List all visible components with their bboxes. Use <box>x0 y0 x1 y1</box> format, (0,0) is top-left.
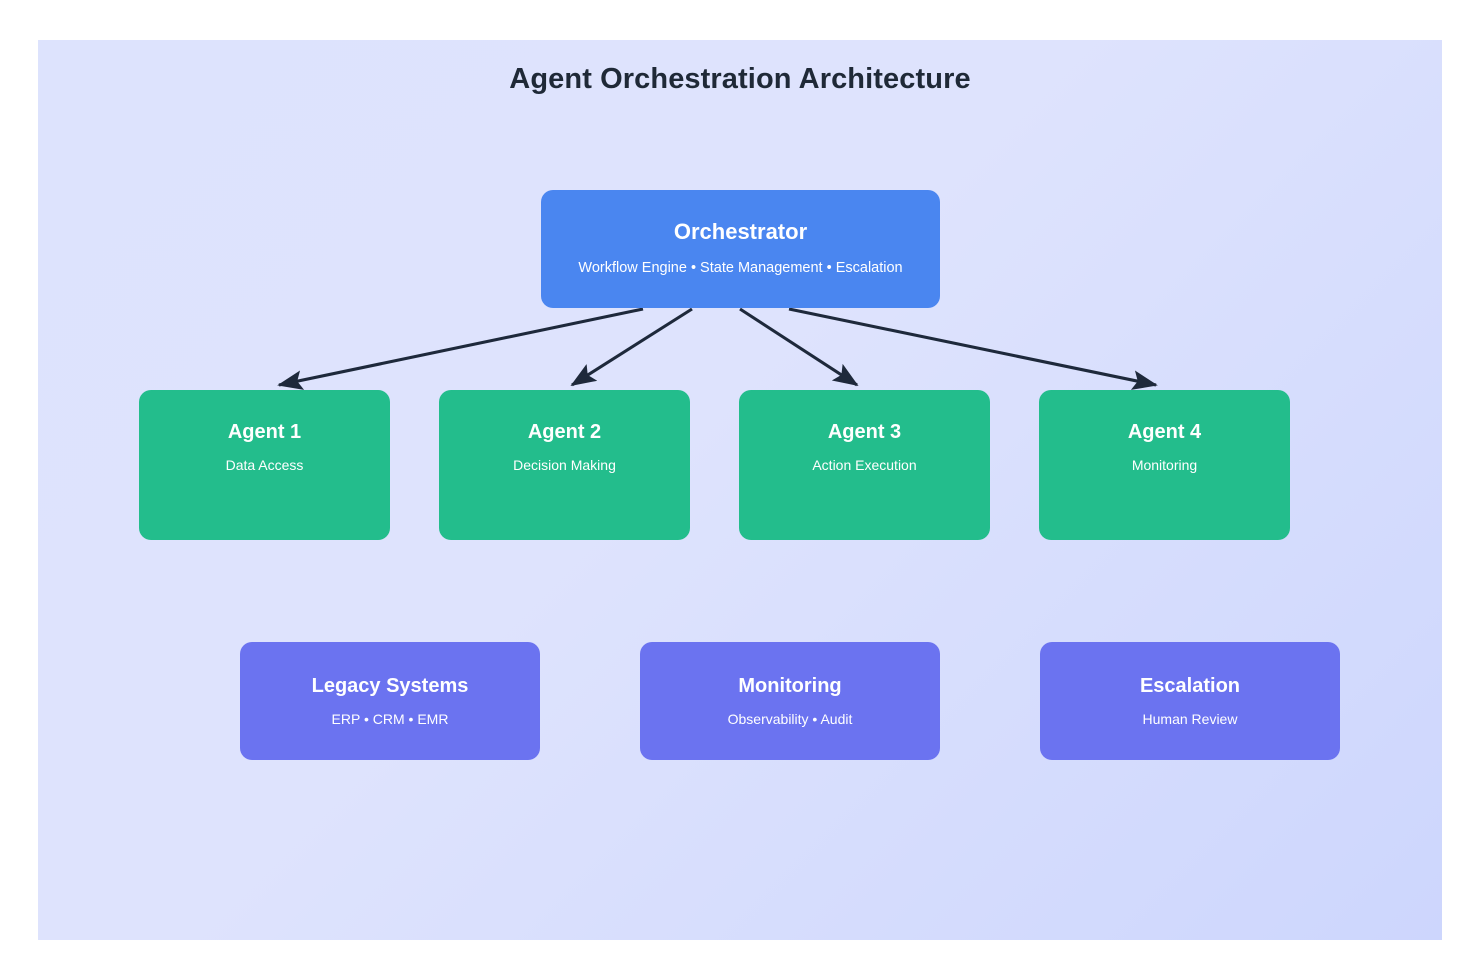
node-agent-3-subtitle: Action Execution <box>812 457 917 473</box>
node-orchestrator-title: Orchestrator <box>673 219 808 244</box>
page-title: Agent Orchestration Architecture <box>509 63 971 95</box>
connector-orchestrator-agent-3 <box>739 307 859 387</box>
node-agent-3-title: Agent 3 <box>827 421 902 443</box>
node-agent-2[interactable]: Agent 2 Decision Making <box>439 390 690 540</box>
node-orchestrator-subtitle: Workflow Engine • State Management • Esc… <box>578 260 903 277</box>
node-legacy-systems-title: Legacy Systems <box>311 675 469 697</box>
connector-orchestrator-agent-1 <box>277 307 644 390</box>
node-monitoring-subtitle: Observability • Audit <box>727 711 853 727</box>
node-agent-1[interactable]: Agent 1 Data Access <box>139 390 390 540</box>
node-agent-4[interactable]: Agent 4 Monitoring <box>1039 390 1290 540</box>
node-escalation[interactable]: Escalation Human Review <box>1040 642 1340 760</box>
node-agent-2-subtitle: Decision Making <box>513 457 616 473</box>
connector-orchestrator-agent-2 <box>570 307 693 387</box>
node-agent-4-title: Agent 4 <box>1127 421 1202 443</box>
node-monitoring-title: Monitoring <box>738 675 842 697</box>
node-escalation-title: Escalation <box>1139 675 1241 697</box>
node-orchestrator[interactable]: Orchestrator Workflow Engine • State Man… <box>541 190 940 308</box>
node-legacy-systems[interactable]: Legacy Systems ERP • CRM • EMR <box>240 642 540 760</box>
node-agent-3[interactable]: Agent 3 Action Execution <box>739 390 990 540</box>
diagram-panel: Agent Orchestration Architecture Orchest… <box>38 40 1442 940</box>
node-agent-2-title: Agent 2 <box>527 421 602 443</box>
connector-orchestrator-agent-4 <box>788 307 1158 390</box>
node-legacy-systems-subtitle: ERP • CRM • EMR <box>331 711 449 727</box>
node-escalation-subtitle: Human Review <box>1142 711 1238 727</box>
node-agent-4-subtitle: Monitoring <box>1131 457 1198 473</box>
node-agent-1-title: Agent 1 <box>227 421 302 443</box>
node-monitoring[interactable]: Monitoring Observability • Audit <box>640 642 940 760</box>
node-agent-1-subtitle: Data Access <box>225 457 304 473</box>
